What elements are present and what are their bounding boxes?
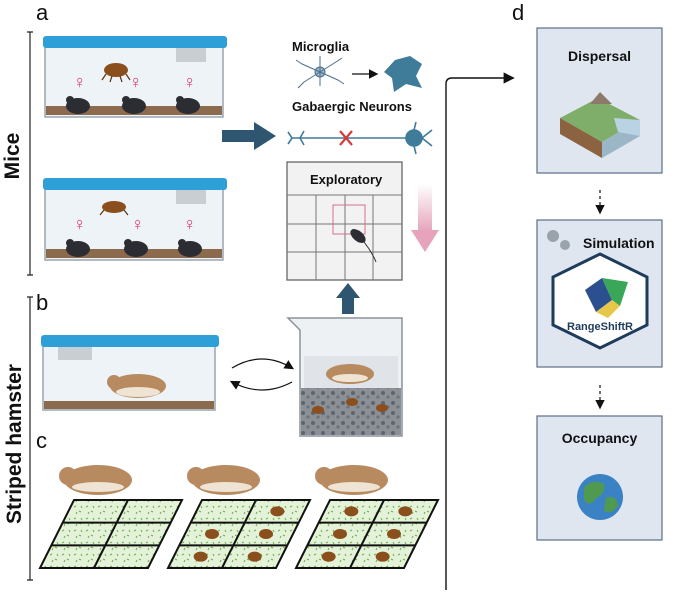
hamster-bracket xyxy=(27,296,33,581)
hamster-head xyxy=(315,467,333,485)
arrow-up-to-arena xyxy=(336,283,360,314)
panel-label-c: c xyxy=(36,428,47,453)
panel-label-a: a xyxy=(36,0,49,25)
grid-panel xyxy=(38,465,184,569)
flea-icon xyxy=(247,551,262,562)
hamster-cage xyxy=(41,335,219,411)
flea-icon xyxy=(346,398,358,406)
flea-icon xyxy=(99,201,129,216)
microglia-label: Microglia xyxy=(292,39,350,54)
flea-icon xyxy=(259,529,273,539)
gaba-label: Gabaergic Neurons xyxy=(292,99,412,114)
female-symbol: ♀ xyxy=(73,72,87,92)
flea-icon xyxy=(312,406,324,414)
flea-icon xyxy=(321,551,336,562)
panel-label-b: b xyxy=(36,290,49,315)
rangeshiftr-label: RangeShiftR xyxy=(567,321,633,333)
gear-icon xyxy=(547,230,570,250)
hamster-side-label: Striped hamster xyxy=(3,364,26,524)
female-symbol: ♀ xyxy=(183,72,197,92)
microglia-icon xyxy=(295,56,345,89)
flea-icon xyxy=(270,506,285,517)
grid-panels xyxy=(38,465,440,569)
simulation-label: Simulation xyxy=(583,235,655,251)
hamster-icon xyxy=(107,374,166,398)
female-symbol: ♀ xyxy=(129,72,143,92)
flea-icon xyxy=(101,63,131,83)
occupancy-label: Occupancy xyxy=(561,430,638,446)
grid-line xyxy=(221,499,257,569)
hamster-belly xyxy=(328,482,380,492)
flea-icon xyxy=(398,506,413,517)
flea-icon xyxy=(193,551,208,562)
mouse-icon xyxy=(350,229,377,263)
mouse-icon xyxy=(178,239,202,257)
grid-panel xyxy=(294,465,440,569)
flea-icon xyxy=(387,529,401,539)
female-symbol: ♀ xyxy=(73,214,87,234)
grid-panel xyxy=(166,465,312,569)
beaker xyxy=(286,317,403,437)
female-symbol: ♀ xyxy=(131,214,145,234)
pink-down-arrow xyxy=(411,184,439,252)
hamster-head xyxy=(59,467,77,485)
mouse-icon xyxy=(66,96,90,114)
hamster-belly xyxy=(72,482,124,492)
hamster-icon xyxy=(326,364,374,384)
flea-icon xyxy=(375,551,390,562)
arrow-to-neurons xyxy=(222,122,276,150)
terrain-icon xyxy=(560,92,640,158)
hamster-belly xyxy=(200,482,252,492)
mouse-icon xyxy=(124,239,148,257)
exploratory-label: Exploratory xyxy=(310,172,383,187)
female-symbol: ♀ xyxy=(183,214,197,234)
grid-line xyxy=(93,499,129,569)
exchange-arrows xyxy=(229,358,295,391)
blocked-x-icon xyxy=(339,130,353,146)
flea-icon xyxy=(344,506,359,517)
grid-line xyxy=(349,499,385,569)
dispersal-label: Dispersal xyxy=(567,48,632,64)
mouse-icon xyxy=(176,96,200,114)
flea-icon xyxy=(333,529,347,539)
mice-bracket xyxy=(27,31,33,276)
hamster-head xyxy=(187,467,205,485)
mice-side-label: Mice xyxy=(1,132,24,180)
activated-microglia-icon xyxy=(384,56,422,92)
gaba-neuron-icon xyxy=(287,121,433,155)
rangeshiftr-logo xyxy=(551,252,649,350)
exploratory-arena xyxy=(286,161,403,281)
mouse-icon xyxy=(122,96,146,114)
globe-icon xyxy=(577,474,623,520)
connector-to-d xyxy=(445,72,515,590)
flea-icon xyxy=(205,529,219,539)
flea-icon xyxy=(376,404,388,412)
panel-label-d: d xyxy=(512,0,525,25)
mouse-icon xyxy=(66,239,90,257)
